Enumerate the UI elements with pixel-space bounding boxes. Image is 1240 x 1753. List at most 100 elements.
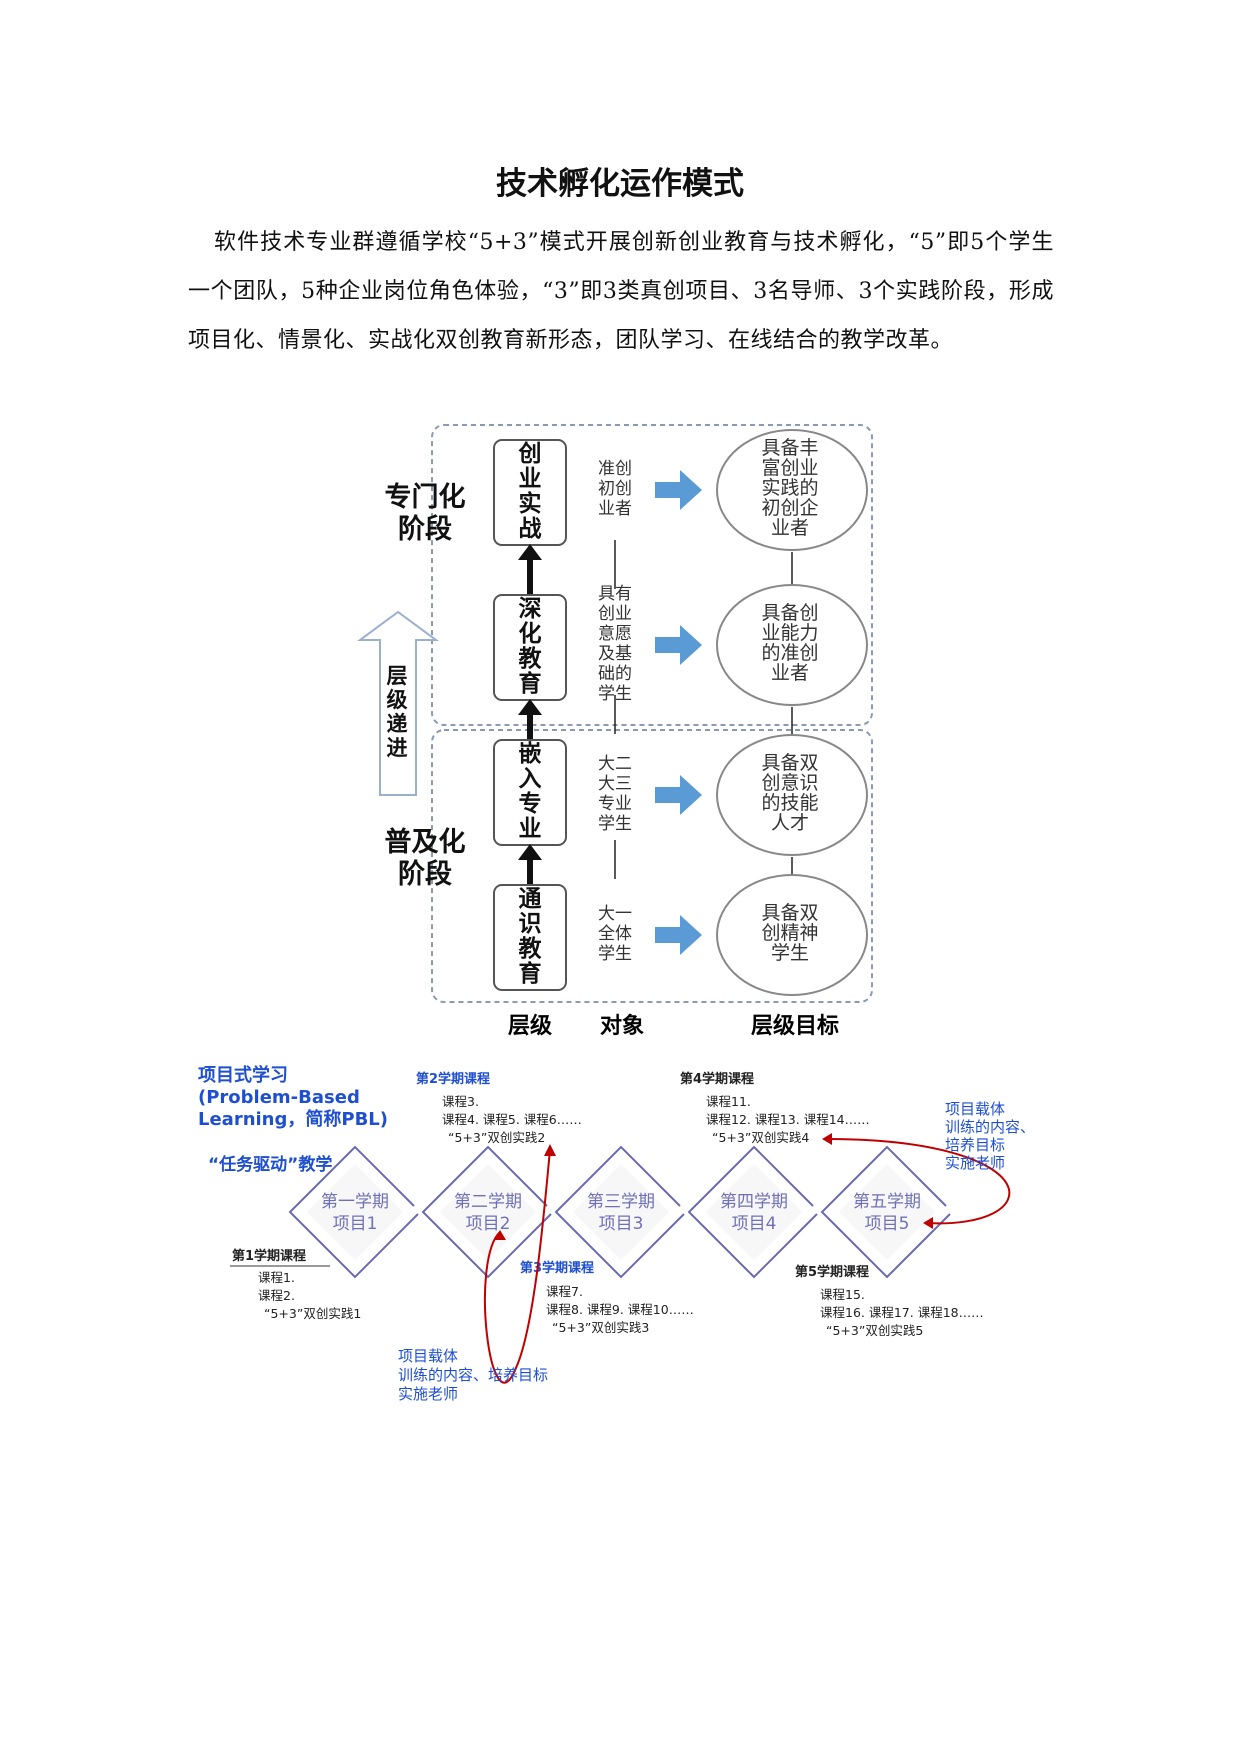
course-line: 课程11. [706, 1094, 751, 1109]
goal-text: 业者 [771, 662, 809, 684]
page-title: 技术孵化运作模式 [496, 166, 744, 202]
goal-text: 创精神 [761, 922, 818, 944]
goal-text: 实践的 [761, 477, 818, 499]
diamond-inner [838, 1163, 936, 1261]
diamond-inner [572, 1163, 670, 1261]
diamond-outline [421, 1145, 552, 1279]
object-text: 业者 [598, 499, 632, 519]
footer-label: 层级 [508, 1013, 552, 1039]
course-line: “5+3”双创实践3 [552, 1320, 649, 1335]
goal-text: 具备创 [761, 602, 818, 624]
goal-text: 业者 [771, 517, 809, 539]
diamond-outline [820, 1145, 951, 1279]
course-label: 第2学期课程 [416, 1071, 490, 1087]
goal-text: 的准创 [761, 642, 818, 664]
object-text: 大一 [598, 904, 632, 924]
object-text: 专业 [598, 794, 632, 814]
note-right-line: 项目载体 [945, 1100, 1005, 1118]
right-arrow-icon [655, 775, 702, 815]
arrow-head-icon [494, 1144, 556, 1240]
task-driven-heading: “任务驱动”教学 [208, 1154, 332, 1175]
note-left-line: 训练的内容、培养目标 [398, 1366, 548, 1384]
object-text: 具有 [598, 584, 632, 604]
up-arrow-icon [356, 610, 440, 796]
object-text: 学生 [598, 684, 632, 704]
course-line: 课程2. [258, 1288, 295, 1303]
course-line: 课程12. 课程13. 课程14…… [706, 1112, 870, 1127]
diamond-project: 项目4 [732, 1214, 777, 1234]
goal-text: 富创业 [761, 457, 818, 479]
diamond-project: 项目3 [599, 1214, 644, 1234]
diamond-outline [554, 1145, 685, 1279]
right-arrow-icon [655, 915, 702, 955]
right-arrow-icon [655, 625, 702, 665]
diamond-outline [288, 1145, 419, 1279]
note-right-line: 培养目标 [945, 1136, 1005, 1154]
goal-circle [716, 874, 868, 996]
course-line: 课程1. [258, 1270, 295, 1285]
red-loop-arrow-left [483, 1149, 551, 1384]
course-line: 课程8. 课程9. 课程10…… [546, 1302, 694, 1317]
pbl-heading: 项目式学习 [198, 1064, 288, 1086]
goal-text: 具备双 [761, 902, 818, 924]
level-arrow-head-icon [518, 844, 542, 860]
diamond-title: 第四学期 [720, 1192, 788, 1212]
diamond-inner [439, 1163, 537, 1261]
specialized-stage-box [431, 424, 873, 726]
footer-label: 层级目标 [751, 1013, 839, 1039]
goal-circle [716, 584, 868, 706]
object-text: 初创 [598, 479, 632, 499]
diamond-inner [705, 1163, 803, 1261]
progress-label: 层级递进 [386, 664, 408, 760]
object-text: 大二 [598, 754, 632, 774]
note-left-line: 实施老师 [398, 1385, 458, 1403]
object-text: 大三 [598, 774, 632, 794]
pbl-heading: (Problem-Based [198, 1087, 360, 1108]
diamond-title: 第三学期 [587, 1192, 655, 1212]
goal-text: 具备双 [761, 752, 818, 774]
object-text: 准创 [598, 459, 632, 479]
course-line: 课程4. 课程5. 课程6…… [442, 1112, 582, 1127]
level-box [493, 884, 567, 991]
course-line: “5+3”双创实践2 [448, 1130, 545, 1145]
diamond-title: 第二学期 [454, 1192, 522, 1212]
diamond-project: 项目2 [466, 1214, 511, 1234]
diamond-project: 项目5 [865, 1214, 910, 1234]
course-label: 第4学期课程 [680, 1071, 754, 1087]
object-text: 意愿 [598, 624, 632, 644]
course-line: 课程15. [820, 1287, 865, 1302]
object-text: 创业 [598, 604, 632, 624]
note-left-line: 项目载体 [398, 1347, 458, 1365]
course-line: “5+3”双创实践1 [264, 1306, 361, 1321]
general-stage-box [431, 729, 873, 1003]
goal-text: 创意识 [761, 772, 818, 794]
object-text: 学生 [598, 944, 632, 964]
diamond-project: 项目1 [333, 1214, 378, 1234]
level-label-deepening: 深化教育 [518, 596, 542, 697]
stage-label-general: 普及化阶段 [384, 827, 466, 890]
diamond-title: 第五学期 [853, 1192, 921, 1212]
diamond-outline [687, 1145, 818, 1279]
course-line: 课程7. [546, 1284, 583, 1299]
footer-label: 对象 [600, 1013, 644, 1039]
goal-text: 人才 [771, 812, 809, 834]
course-label: 第5学期课程 [795, 1264, 869, 1280]
goal-circle [716, 734, 868, 856]
goal-text: 具备丰 [761, 437, 818, 459]
right-arrow-icon [655, 470, 702, 510]
stage-label-specialized: 专门化阶段 [384, 482, 466, 545]
course-label: 第3学期课程 [520, 1260, 594, 1276]
course-label: 第1学期课程 [232, 1248, 306, 1264]
level-label-practice: 创业实战 [518, 441, 542, 542]
goal-circle [716, 429, 868, 551]
intro-paragraph: 软件技术专业群遵循学校“5+3”模式开展创新创业教育与技术孵化，“5”即5个学生… [188, 230, 1054, 353]
goal-text: 业能力 [761, 622, 818, 644]
course-line: “5+3”双创实践5 [826, 1323, 923, 1338]
object-text: 全体 [598, 924, 632, 944]
object-text: 础的 [598, 664, 632, 684]
course-line: 课程3. [442, 1094, 479, 1109]
goal-text: 学生 [771, 942, 809, 964]
goal-text: 初创企 [761, 497, 818, 519]
